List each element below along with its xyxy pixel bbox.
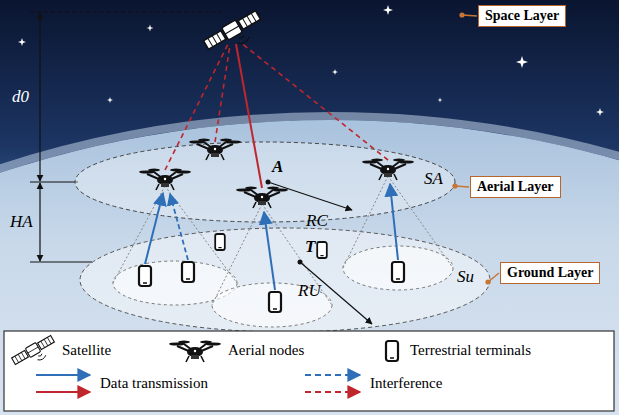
layer-label: Space Layer bbox=[485, 8, 559, 23]
point-label: A bbox=[272, 158, 283, 176]
layer-label: Aerial Layer bbox=[477, 179, 554, 194]
leader-line bbox=[455, 186, 469, 187]
layer-label: Ground Layer bbox=[507, 265, 593, 280]
radius-label: RU bbox=[298, 282, 321, 300]
legend-label: Data transmission bbox=[100, 374, 208, 392]
layer-label-box: Ground Layer bbox=[500, 262, 600, 284]
leader-line bbox=[462, 15, 477, 16]
leader-dot bbox=[459, 12, 464, 17]
area-label: SA bbox=[424, 170, 443, 188]
layer-label-box: Aerial Layer bbox=[470, 176, 561, 198]
leader-dot bbox=[452, 183, 457, 188]
leader-dot bbox=[485, 279, 490, 284]
distance-label: d0 bbox=[12, 88, 29, 106]
legend-label: Interference bbox=[370, 374, 442, 392]
legend-label: Aerial nodes bbox=[228, 341, 304, 359]
legend-label: Satellite bbox=[62, 341, 111, 359]
legend-label: Terrestrial terminals bbox=[410, 341, 531, 359]
radius-label: RC bbox=[306, 212, 328, 230]
area-label: Su bbox=[457, 268, 474, 286]
layer-label-box: Space Layer bbox=[478, 5, 566, 27]
point-label: T bbox=[305, 238, 315, 256]
height-label: HA bbox=[10, 213, 33, 231]
leader-line bbox=[488, 273, 499, 282]
